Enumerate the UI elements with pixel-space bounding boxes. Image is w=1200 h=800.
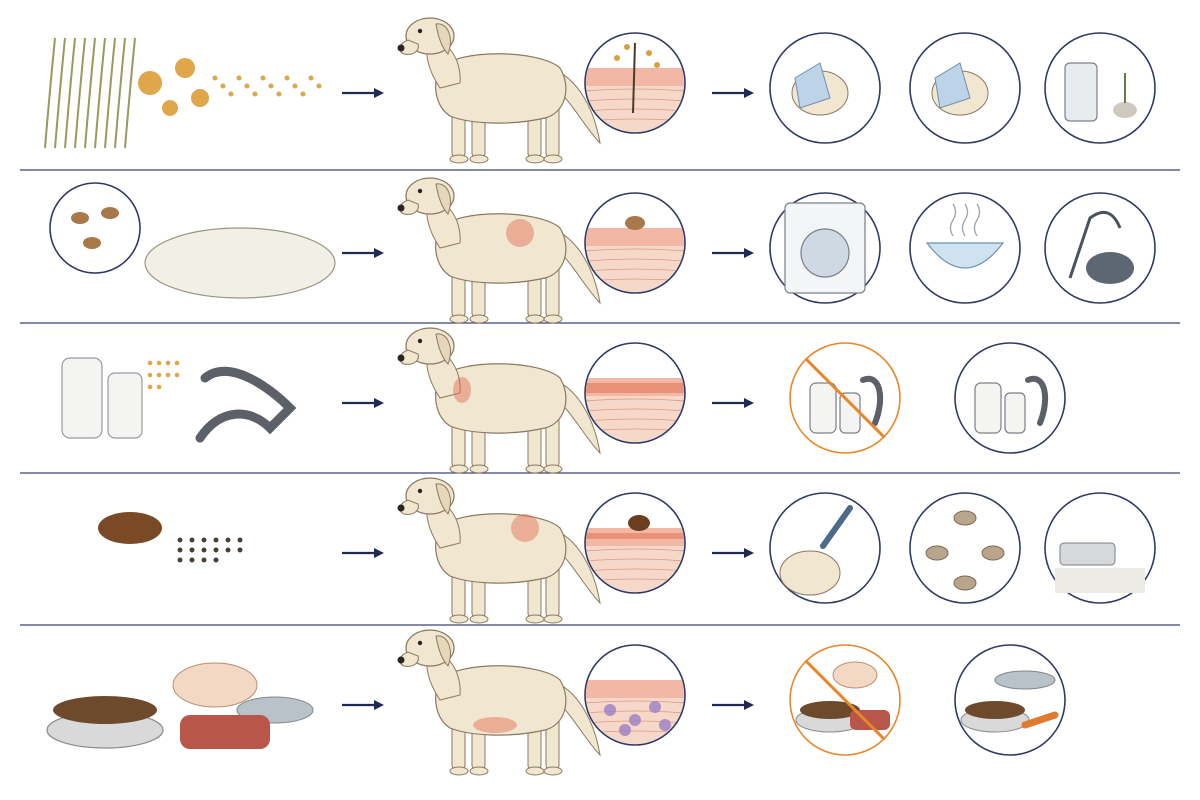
skin-closeup-icon [584,32,686,134]
cause-dust-mites-in-bed [144,227,336,299]
washing-machine-icon [769,192,881,304]
air-purifier-icon [1044,32,1156,144]
arrow-icon [342,700,384,710]
arrow-icon [342,248,384,258]
wipe-paws-icon [909,32,1021,144]
dog-illustration [397,477,601,624]
cause-food-proteins [46,662,314,749]
dog-illustration [397,17,601,164]
skin-closeup-icon [584,192,686,294]
hot-water-bowl-icon [909,192,1021,304]
cause-shampoo-and-harness [61,357,297,443]
dog-illustration [397,327,601,474]
arrow-icon [342,398,384,408]
flea-life-cycle-icon [909,492,1021,604]
dropper-treatment-icon [769,492,881,604]
mite-closeup-icon [49,182,141,274]
novel-diet-icon [954,644,1066,756]
arrow-icon [712,548,754,558]
vacuum-icon [1044,192,1156,304]
dog-illustration [397,177,601,324]
skin-closeup-icon [584,644,686,746]
skin-closeup-icon [584,342,686,444]
arrow-icon [342,548,384,558]
dog-illustration [397,629,601,776]
avoid-foods-icon [789,644,901,756]
arrow-icon [712,398,754,408]
skin-closeup-icon [584,492,686,594]
wipe-face-icon [769,32,881,144]
arrow-icon [712,248,754,258]
clean-home-icon [1044,492,1156,604]
arrow-icon [712,88,754,98]
avoid-products-icon [789,342,901,454]
arrow-icon [712,700,754,710]
cause-pollen [44,37,322,149]
cause-flea [98,512,243,563]
arrow-icon [342,88,384,98]
gentle-products-icon [954,342,1066,454]
